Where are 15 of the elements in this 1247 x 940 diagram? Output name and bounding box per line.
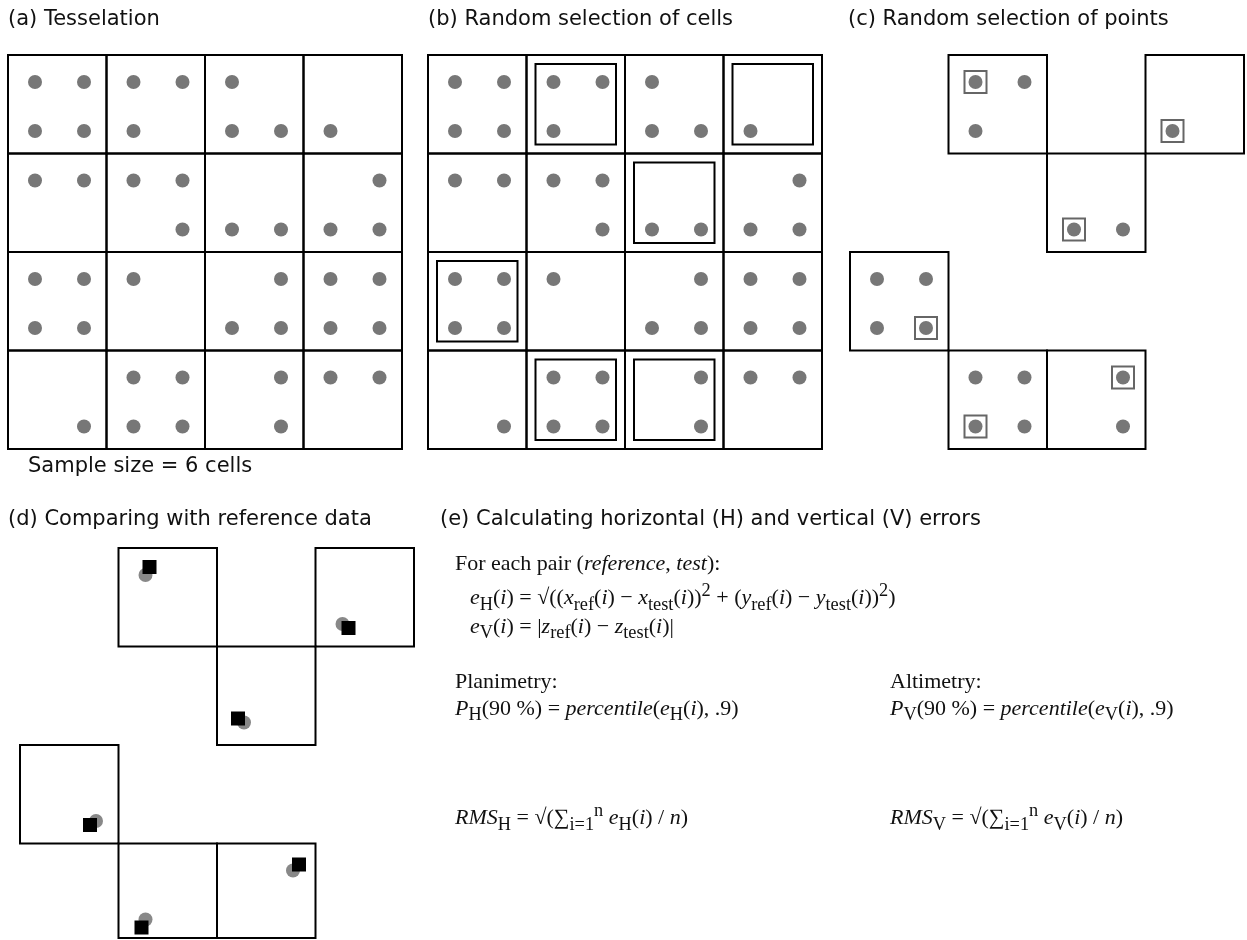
- panel-title: (b) Random selection of cells: [428, 6, 734, 30]
- panel-title: (d) Comparing with reference data: [8, 506, 372, 530]
- formula: e$_{H}$(i) = √((x$_{ref}$(i) − x$_{test}$(i))$^{2}$ + (y$_{ref}$(i) − y$_{test}$(i))$^{2}$): [470, 580, 896, 615]
- formula: P$_{H}$(90 %) = percentile(e$_{H}$(i), .9): [455, 695, 739, 726]
- formula: P$_{V}$(90 %) = percentile(e$_{V}$(i), .9): [890, 695, 1174, 726]
- panel-title: (c) Random selection of points: [848, 6, 1169, 30]
- caption-text: Sample size = 6 cells: [28, 453, 253, 477]
- formula-text: For each pair (reference, test):: [455, 550, 721, 576]
- formula-text: Altimetry:: [890, 668, 982, 694]
- formula: RMS$_{V}$ = √(∑$_{i=1}$$^{n}$ e$_{V}$(i) / n): [890, 800, 1124, 835]
- panel-title: (a) Tesselation: [8, 6, 160, 30]
- formula: e$_{V}$(i) = |z$_{ref}$(i) − z$_{test}$(i)|: [470, 613, 674, 644]
- formula: RMS$_{H}$ = √(∑$_{i=1}$$^{n}$ e$_{H}$(i) / n): [455, 800, 689, 835]
- formula-text: Planimetry:: [455, 668, 558, 694]
- panel-title: (e) Calculating horizontal (H) and vertical (V) errors: [440, 506, 981, 530]
